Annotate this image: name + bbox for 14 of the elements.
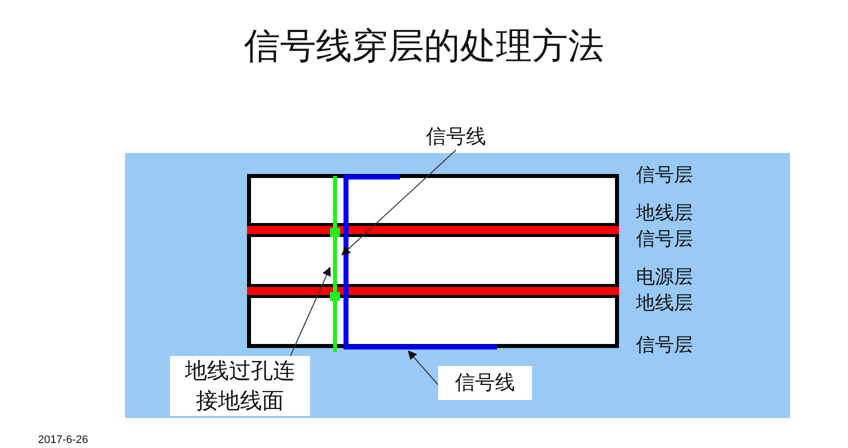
layer-label: 信号层	[636, 166, 693, 185]
callout-label: 信号线	[418, 124, 494, 150]
layer-label: 地线层	[636, 294, 693, 313]
layer-label: 地线层	[636, 204, 693, 223]
layer-label: 信号层	[636, 230, 693, 249]
layer-label: 信号层	[636, 336, 693, 355]
signal-trace	[344, 174, 497, 350]
callout-box: 信号线	[438, 366, 532, 400]
callout-box: 地线过孔连接地线面	[170, 356, 310, 416]
layer-label: 电源层	[636, 268, 693, 287]
date-label: 2017-6-26	[38, 434, 88, 446]
title: 信号线穿层的处理方法	[243, 25, 605, 68]
ground-via	[330, 176, 340, 352]
leader-line	[408, 350, 438, 386]
